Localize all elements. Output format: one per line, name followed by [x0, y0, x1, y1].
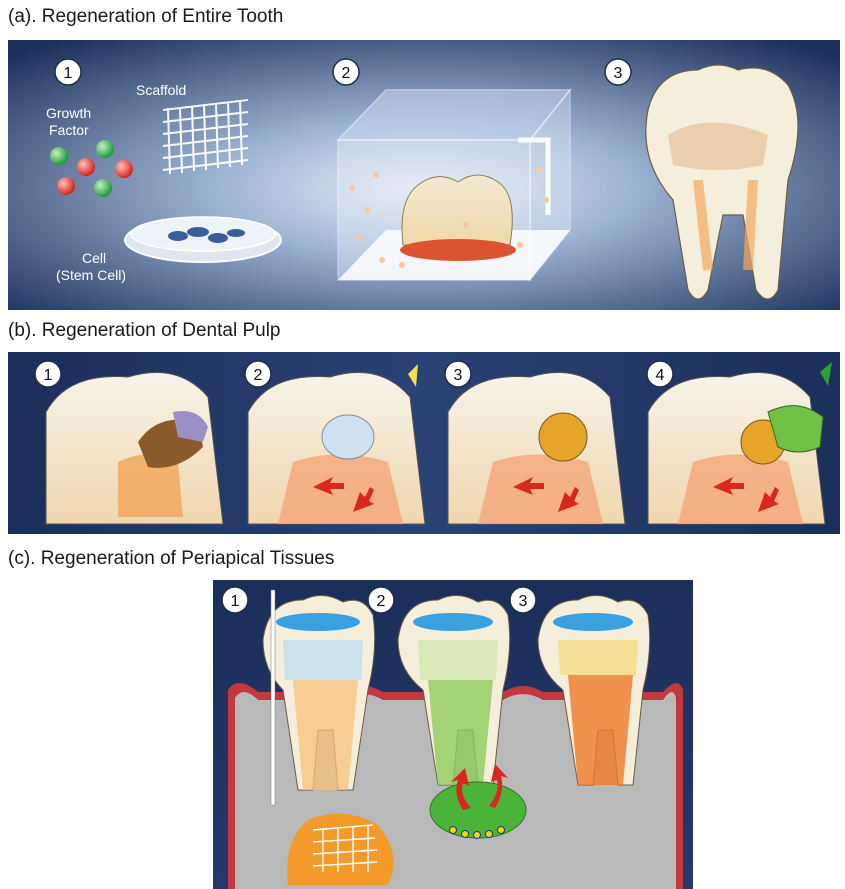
- pulp-step-1-marker: 1: [35, 361, 61, 387]
- scaffold-label: Scaffold: [136, 82, 186, 98]
- pulp-step-4-marker: 4: [647, 361, 673, 387]
- svg-text:1: 1: [44, 367, 53, 384]
- section-c-title: (c). Regeneration of Periapical Tissues: [8, 548, 334, 570]
- periapical-step-1-marker: 1: [222, 587, 248, 613]
- svg-text:3: 3: [614, 65, 623, 82]
- svg-text:2: 2: [377, 593, 386, 610]
- step-2-marker: 2: [333, 59, 359, 85]
- pulp-step-3: [448, 373, 625, 525]
- culture-box: [338, 90, 570, 280]
- periapical-panel: 1 2: [213, 580, 693, 889]
- section-a-title: (a). Regeneration of Entire Tooth: [8, 6, 283, 28]
- pulp-step-2: [248, 364, 425, 524]
- cell-label-2: (Stem Cell): [56, 267, 126, 283]
- svg-text:4: 4: [656, 367, 665, 384]
- svg-text:2: 2: [342, 65, 351, 82]
- pulp-step-2-marker: 2: [245, 361, 271, 387]
- entire-tooth-panel: 1 Growth Factor Scaffold Cell (Stem Cell…: [8, 40, 840, 310]
- periapical-step-2-marker: 2: [368, 587, 394, 613]
- pulp-step-1: [46, 373, 223, 525]
- svg-text:3: 3: [454, 367, 463, 384]
- step-3-marker: 3: [605, 59, 631, 85]
- step-1-number: 1: [64, 65, 73, 82]
- pulp-step-3-marker: 3: [445, 361, 471, 387]
- petri-dish: [125, 217, 281, 262]
- growth-factor-label-1: Growth: [46, 105, 91, 121]
- svg-text:1: 1: [231, 593, 240, 610]
- svg-text:2: 2: [254, 367, 263, 384]
- growth-factor-label-2: Factor: [49, 122, 89, 138]
- dental-pulp-panel: 1 2 3: [8, 352, 840, 534]
- step-1-marker: 1: [55, 59, 81, 85]
- cell-label-1: Cell: [82, 250, 106, 266]
- periapical-step-3-marker: 3: [510, 587, 536, 613]
- svg-text:3: 3: [519, 593, 528, 610]
- section-b-title: (b). Regeneration of Dental Pulp: [8, 320, 281, 342]
